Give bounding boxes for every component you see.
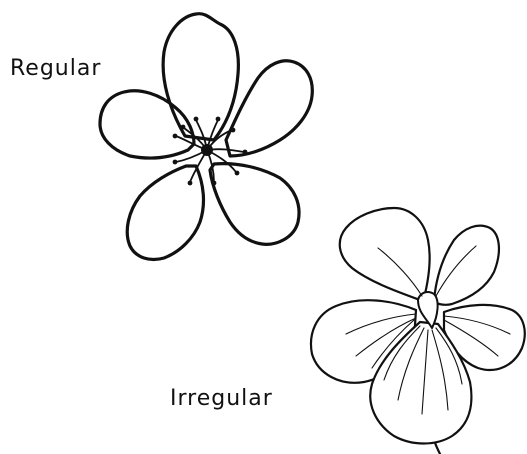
irregular-petal-upper-right xyxy=(434,226,499,305)
regular-petal-lower-left xyxy=(127,166,203,260)
regular-petal-top xyxy=(163,14,238,140)
irregular-flower xyxy=(311,208,525,454)
regular-petal-lower-right xyxy=(210,164,299,245)
regular-flower xyxy=(100,14,312,260)
label-irregular: Irregular xyxy=(170,388,273,410)
label-regular: Regular xyxy=(10,58,101,80)
